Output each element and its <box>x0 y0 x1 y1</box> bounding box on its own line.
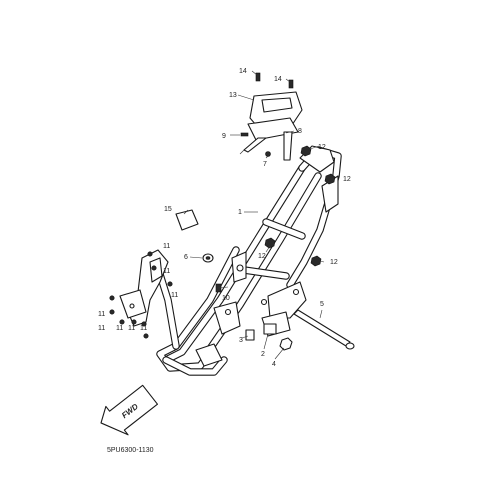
callout-12-d: 12 <box>330 259 338 266</box>
callout-11-c: 11 <box>171 292 178 299</box>
callout-13: 13 <box>229 92 237 99</box>
callout-6: 6 <box>184 254 188 261</box>
footrest-bracket <box>119 249 169 327</box>
callout-8: 8 <box>298 128 302 135</box>
seat-bracket <box>239 91 303 161</box>
callout-5: 5 <box>320 301 324 308</box>
callout-4: 4 <box>272 361 276 368</box>
callout-2: 2 <box>261 351 265 358</box>
callout-9: 9 <box>222 133 226 140</box>
callout-7: 7 <box>263 161 267 168</box>
callout-11-a: 11 <box>163 243 170 250</box>
callout-12-c: 12 <box>258 253 266 260</box>
callout-11-d: 11 <box>98 311 105 318</box>
callout-3: 3 <box>239 337 243 344</box>
callout-14-b: 14 <box>274 76 282 83</box>
callout-1: 1 <box>238 209 242 216</box>
callout-12-b: 12 <box>343 176 351 183</box>
callout-12-a: 12 <box>318 144 326 151</box>
callout-11-g: 11 <box>140 325 147 332</box>
main-frame <box>154 145 342 376</box>
reference-code: 5PU6300-1130 <box>107 447 154 454</box>
callout-11-e: 11 <box>116 325 123 332</box>
callout-10: 10 <box>222 295 230 302</box>
leader-lines <box>183 70 334 360</box>
callout-11-b: 11 <box>163 268 170 275</box>
fwd-arrow: FWD <box>100 384 159 436</box>
callout-11-f: 11 <box>128 325 135 332</box>
callout-14-a: 14 <box>239 68 247 75</box>
callouts: 1 2 3 4 5 6 7 8 9 10 11 11 11 11 11 11 1… <box>98 68 351 368</box>
callout-15: 15 <box>164 206 172 213</box>
callout-11-h: 11 <box>98 325 105 332</box>
fasteners <box>109 72 355 351</box>
